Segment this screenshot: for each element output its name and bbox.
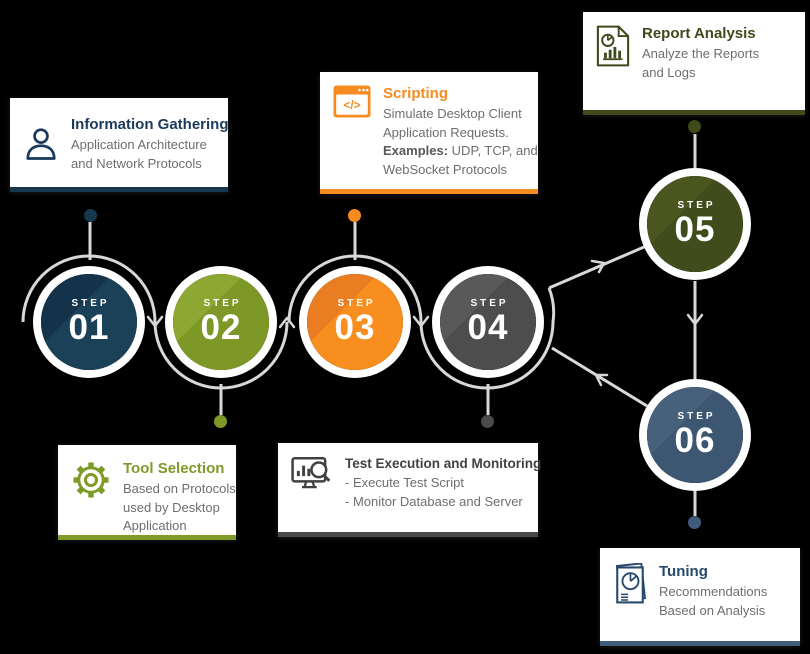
card-title: Scripting — [383, 85, 449, 102]
card-title: Information Gathering — [71, 116, 229, 134]
card-body: Recommendations Based on Analysis — [659, 583, 767, 620]
card-test-execution: Test Execution and Monitoring - Execute … — [278, 443, 541, 537]
step-number: 03 — [334, 308, 376, 348]
connector-dot-step4 — [481, 415, 494, 428]
step-circle-01: STEP 01 — [41, 274, 137, 370]
body-line: Analyze the Reports — [642, 46, 760, 61]
card-title: Tool Selection — [123, 460, 225, 477]
step-number: 06 — [674, 421, 716, 461]
line-step6-to-step4 — [551, 346, 648, 408]
arrow-down-icon — [412, 315, 430, 328]
body-line: Application Architecture — [71, 137, 207, 153]
body-line: Based on Protocols — [123, 481, 236, 496]
step-circle-04: STEP 04 — [440, 274, 536, 370]
arrow-up-right-icon — [590, 259, 606, 274]
arc-under-step2 — [153, 321, 289, 390]
card-body: Based on Protocols used by Desktop Appli… — [123, 480, 236, 536]
card-information-gathering: Information Gathering Application Archit… — [10, 98, 229, 192]
line-step4-to-step5 — [548, 245, 645, 290]
card-text: Information Gathering Application Archit… — [71, 116, 229, 173]
card-text: Tool Selection Based on Protocols used b… — [123, 460, 236, 536]
arrow-down-icon — [146, 315, 164, 328]
step-circle-05: STEP 05 — [647, 176, 743, 272]
connector-dot-step6 — [688, 516, 701, 529]
examples-rest: UDP, TCP, and — [451, 143, 538, 159]
body-line: Examples: UDP, TCP, and — [383, 142, 538, 161]
body-line: - Monitor Database and Server — [345, 493, 523, 509]
card-text: Report Analysis Analyze the Reports and … — [642, 25, 759, 82]
body-line: - Execute Test Script — [345, 475, 464, 490]
card-report-analysis: Report Analysis Analyze the Reports and … — [583, 12, 805, 115]
card-tool-selection: Tool Selection Based on Protocols used b… — [58, 445, 236, 540]
body-line: used by Desktop — [123, 499, 220, 515]
arrow-up-icon — [278, 316, 296, 329]
report-chart-icon — [596, 25, 630, 67]
step-label: STEP — [677, 200, 716, 212]
step-number: 01 — [68, 308, 110, 348]
person-icon — [23, 126, 59, 164]
body-line: Application Requests. — [383, 124, 509, 140]
arrow-up-left-icon — [594, 373, 609, 387]
step-label: STEP — [337, 298, 376, 310]
card-title: Report Analysis — [642, 25, 756, 42]
step-circle-03: STEP 03 — [307, 274, 403, 370]
card-title: Tuning — [659, 563, 708, 580]
step-label: STEP — [203, 298, 242, 310]
card-tuning: Tuning Recommendations Based on Analysis — [600, 548, 800, 646]
step-number: 05 — [674, 210, 716, 250]
body-line: Recommendations — [659, 584, 768, 599]
arrow-down-icon — [686, 313, 704, 326]
connector-dot-step1 — [84, 209, 97, 222]
card-text: Tuning Recommendations Based on Analysis — [659, 563, 767, 620]
body-line: Simulate Desktop Client — [383, 106, 522, 121]
step-label: STEP — [470, 298, 509, 310]
card-text: Scripting Simulate Desktop Client Applic… — [383, 85, 538, 180]
step-label: STEP — [71, 298, 110, 310]
connector-dot-step3 — [348, 209, 361, 222]
step-number: 04 — [467, 308, 509, 348]
monitor-search-icon — [291, 456, 333, 492]
card-title: Test Execution and Monitoring — [345, 456, 542, 471]
code-window-icon: </> — [333, 85, 371, 118]
arc-over-step1 — [21, 254, 157, 323]
body-line: Application — [123, 518, 187, 534]
svg-text:</>: </> — [343, 98, 360, 112]
step-label: STEP — [677, 411, 716, 423]
connector-dot-step2 — [214, 415, 227, 428]
step-circle-02: STEP 02 — [173, 274, 269, 370]
card-text: Test Execution and Monitoring - Execute … — [345, 456, 541, 511]
gear-icon — [71, 460, 111, 500]
body-line: and Network Protocols — [71, 156, 202, 171]
card-body: Simulate Desktop Client Application Requ… — [383, 105, 538, 180]
card-body: Analyze the Reports and Logs — [642, 45, 759, 82]
step-circle-06: STEP 06 — [647, 387, 743, 483]
arc-under-step4 — [419, 287, 556, 390]
body-line: WebSocket Protocols — [383, 162, 508, 178]
body-line: and Logs — [642, 64, 696, 80]
step-number: 02 — [200, 308, 242, 348]
clipboard-chart-icon — [613, 563, 647, 605]
card-scripting: </> Scripting Simulate Desktop Client Ap… — [320, 72, 538, 194]
connector-dot-step5 — [688, 120, 701, 133]
card-body: Application Architecture and Network Pro… — [71, 136, 229, 173]
examples-label: Examples: — [383, 143, 449, 159]
body-line: Based on Analysis — [659, 602, 766, 618]
arc-over-step3 — [287, 254, 423, 323]
card-body: - Execute Test Script - Monitor Database… — [345, 474, 541, 511]
